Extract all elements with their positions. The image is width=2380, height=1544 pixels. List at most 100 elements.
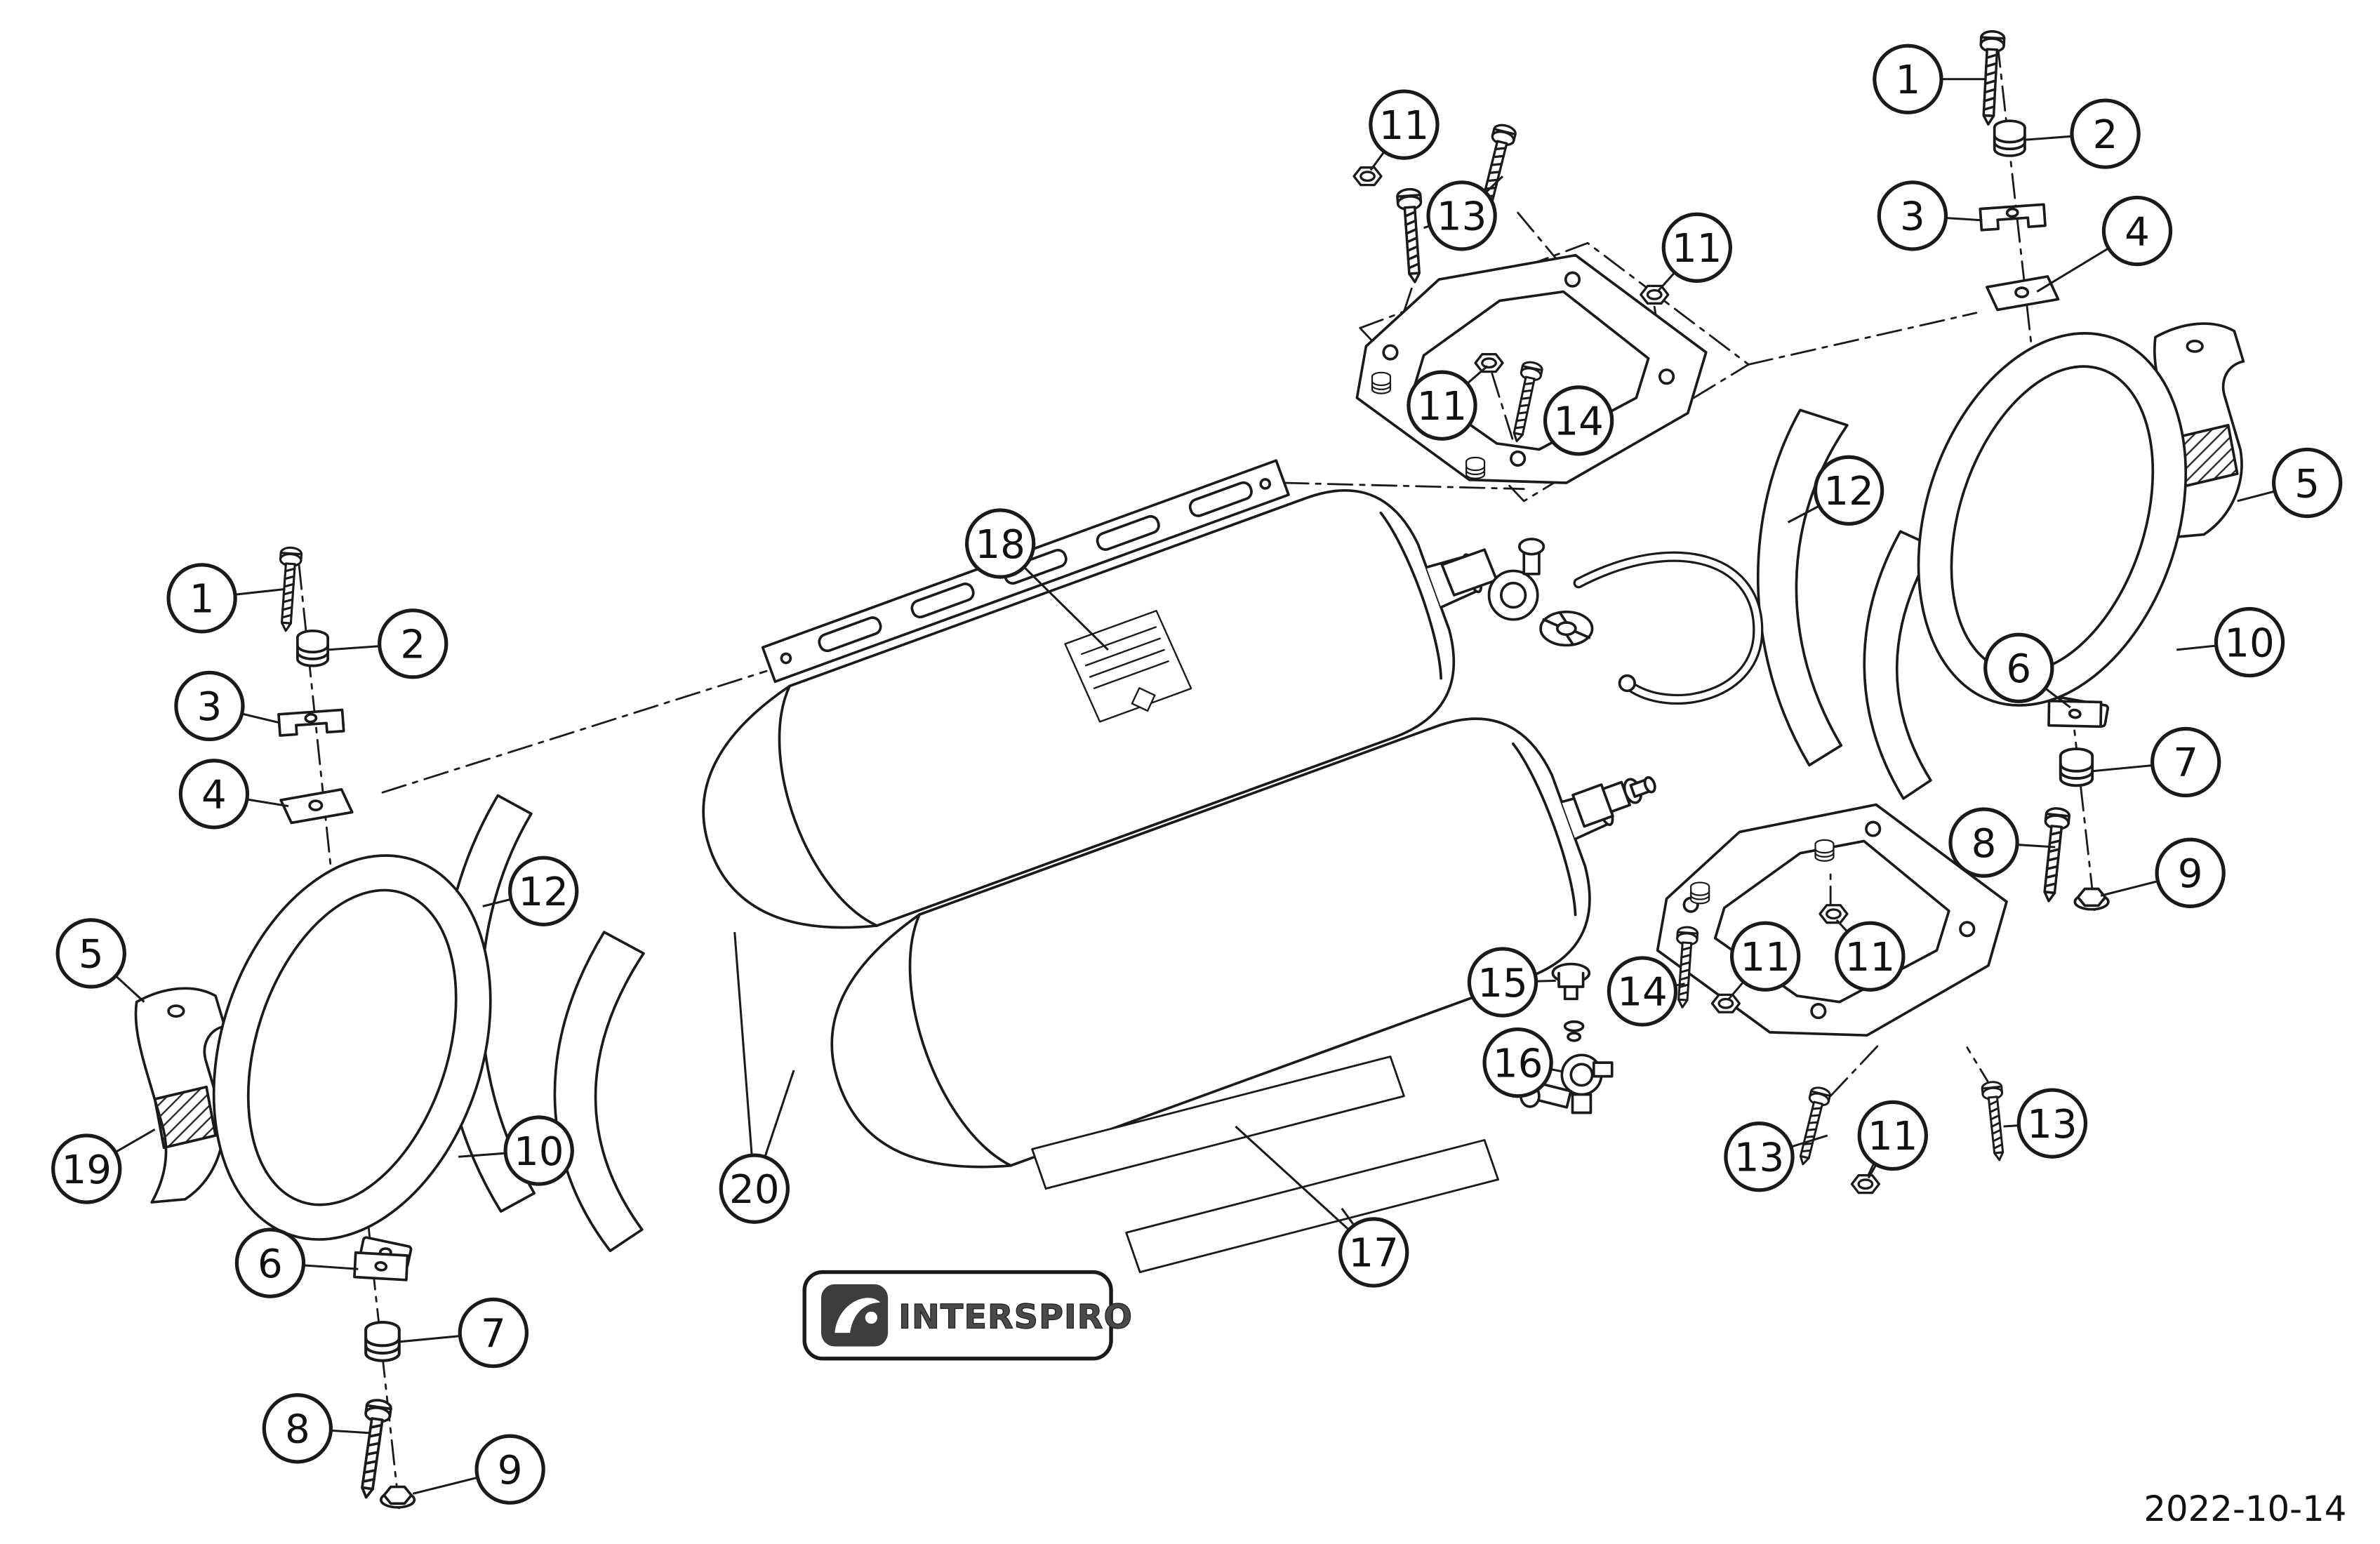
nut-item11	[1710, 993, 1741, 1013]
callout-5: 5	[55, 918, 126, 989]
callout-number: 10	[514, 1129, 564, 1175]
callout-4: 4	[178, 759, 250, 830]
callout-number: 8	[285, 1407, 310, 1453]
cylinder-strap-left-b	[553, 931, 645, 1253]
callout-circle	[51, 1133, 122, 1204]
callout-3: 3	[1877, 180, 1948, 251]
callout-circle	[719, 1153, 790, 1224]
callout-1: 1	[166, 563, 237, 634]
washer-stack	[1563, 1020, 1585, 1042]
screw-item13	[1980, 1079, 2010, 1162]
callout-circle	[234, 1227, 306, 1298]
callout-circle	[474, 1434, 545, 1505]
cylinder-band-right	[1917, 332, 2188, 707]
callout-12: 12	[508, 856, 579, 926]
buffer-item7-right	[2059, 747, 2094, 787]
callout-circle	[1857, 1100, 1928, 1171]
screw-item8-left	[352, 1397, 394, 1500]
sticker-strip-2	[1125, 1139, 1499, 1273]
standoff-foot	[1814, 839, 1835, 862]
callout-circle	[2214, 606, 2285, 678]
callout-number: 18	[975, 522, 1025, 568]
callout-number: 12	[1823, 469, 1874, 514]
callout-number: 12	[518, 870, 569, 915]
callout-circle	[2155, 837, 2226, 908]
callout-8: 8	[262, 1393, 333, 1464]
bolt-head-item9-left	[379, 1485, 416, 1509]
nut-item11	[1474, 353, 1504, 373]
callout-circle	[1467, 947, 1538, 1018]
callout-6: 6	[1983, 632, 2054, 704]
callout-number: 2	[400, 623, 425, 668]
callout-9: 9	[474, 1434, 545, 1505]
flange-item6-right	[2044, 693, 2106, 734]
callout-circle	[174, 670, 245, 742]
callout-number: 8	[1972, 821, 1997, 867]
screw-item14	[1505, 359, 1545, 445]
standoff-foot	[1690, 881, 1710, 905]
callout-circle	[1607, 956, 1678, 1027]
callout-circle	[503, 1115, 574, 1186]
revision-date: 2022-10-14	[2143, 1489, 2346, 1529]
cylinder-band-left	[212, 854, 492, 1241]
callout-circle	[378, 608, 448, 679]
plate-item4-left	[279, 788, 354, 825]
callout-number: 16	[1493, 1041, 1543, 1086]
callout-circle	[1407, 370, 1477, 441]
callout-4: 4	[2101, 195, 2173, 267]
callout-18: 18	[964, 508, 1036, 579]
callout-11: 11	[1407, 370, 1477, 441]
interspiro-logo: INTERSPIRO	[802, 1270, 1133, 1361]
callout-number: 11	[1417, 384, 1468, 430]
callout-circle	[1482, 1027, 1553, 1098]
callout-number: 20	[729, 1167, 780, 1213]
callout-2: 2	[2070, 98, 2141, 169]
callout-9: 9	[2155, 837, 2226, 908]
logo-text: INTERSPIRO	[898, 1298, 1133, 1337]
callout-circle	[1835, 921, 1906, 992]
callout-circle	[1369, 89, 1440, 160]
callout-number: 3	[1900, 194, 1925, 240]
callout-14: 14	[1607, 956, 1678, 1027]
callout-number: 1	[1896, 58, 1921, 103]
callout-8: 8	[1948, 807, 2019, 878]
callout-number: 13	[1734, 1135, 1785, 1180]
standoff-foot	[1465, 456, 1486, 479]
callout-10: 10	[2214, 606, 2285, 678]
callout-14: 14	[1543, 385, 1614, 456]
callout-number: 9	[2178, 851, 2203, 897]
callout-circle	[1729, 921, 1801, 992]
nut-item11	[1819, 904, 1849, 924]
callout-number: 3	[197, 684, 222, 730]
callout-5: 5	[2272, 447, 2343, 519]
carrying-bracket-left	[134, 987, 226, 1204]
callout-7: 7	[458, 1297, 529, 1369]
callout-number: 5	[2294, 461, 2320, 507]
buffer-item7-left	[366, 1322, 399, 1361]
valve-assembly-front	[1571, 776, 1656, 828]
callout-13: 13	[1426, 180, 1497, 251]
callout-number: 2	[2093, 112, 2118, 158]
callout-11: 11	[1661, 212, 1732, 283]
cylinder-rear	[702, 459, 1483, 929]
callout-leader-20	[733, 932, 756, 1189]
callout-11: 11	[1835, 921, 1906, 992]
callout-circle	[1661, 212, 1732, 283]
clip-item3-right	[1979, 203, 2047, 232]
callout-7: 7	[2150, 726, 2221, 798]
callout-circle	[964, 508, 1036, 579]
sticker-strip-1	[1031, 1056, 1405, 1190]
plate-item4-right	[1986, 275, 2060, 312]
callout-number: 11	[1868, 1114, 1918, 1159]
screw-item13	[1792, 1084, 1833, 1168]
callout-1: 1	[1873, 44, 1943, 114]
screw-item13	[1395, 187, 1428, 284]
callout-number: 4	[201, 773, 227, 818]
artwork: INTERSPIRO 2022-10-14	[134, 29, 2346, 1529]
callout-16: 16	[1482, 1027, 1553, 1098]
nut-item11	[1352, 166, 1383, 187]
callout-circle	[1813, 455, 1884, 526]
callout-12: 12	[1813, 455, 1884, 526]
callout-number: 13	[1437, 194, 1487, 240]
